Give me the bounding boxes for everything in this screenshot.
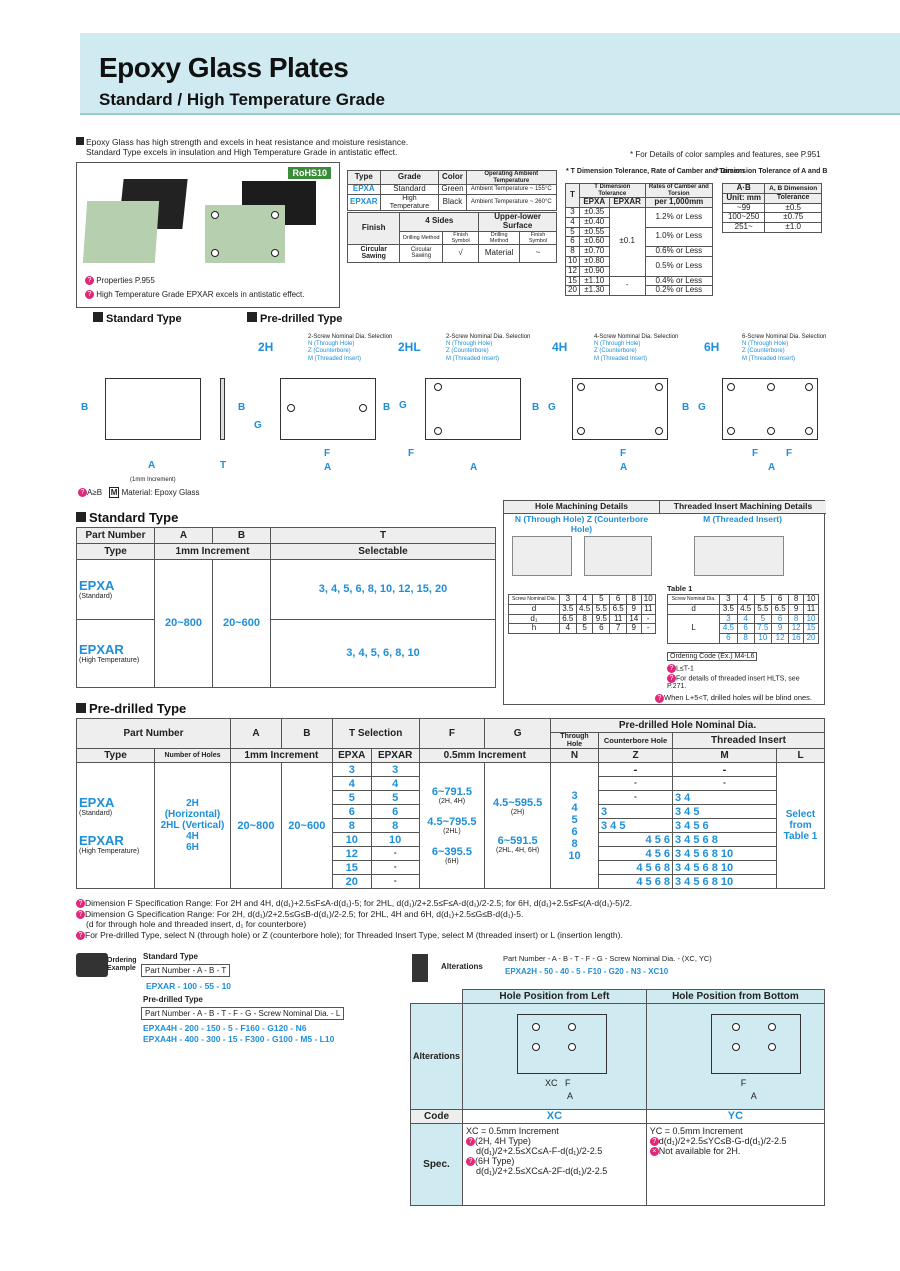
alterations-icon: [412, 954, 428, 982]
predrilled-type-title: Pre-drilled Type: [76, 701, 186, 716]
page-subtitle: Standard / High Temperature Grade: [99, 90, 385, 109]
dim-a: A: [148, 460, 156, 471]
properties-ref: ? Properties P.955: [85, 276, 155, 286]
type-6h-label: 6H: [704, 340, 720, 354]
table1-title: Table 1: [667, 584, 693, 593]
page-title: Epoxy Glass Plates: [99, 52, 349, 83]
type-2h-label: 2H: [258, 340, 274, 354]
dim-b: B: [383, 402, 391, 413]
blind-hole-note: ?When L+5<T, drilled holes will be blind…: [655, 693, 812, 703]
hlts-note: ?For details of threaded insert HLTS, se…: [667, 674, 800, 690]
type-2hl-label: 2HL: [398, 340, 421, 354]
predrilled-type-table: Part Number A B T Selection F G Pre-dril…: [76, 717, 825, 890]
header-band: [80, 33, 900, 113]
ordering-pre-title: Pre-drilled Type: [143, 995, 203, 1004]
ordering-std-title: Standard Type: [143, 952, 198, 961]
ordering-label: Ordering Example: [107, 957, 137, 973]
info-icon: ?: [85, 276, 94, 286]
plate-2h-drawing: [280, 378, 376, 440]
dim-f: F: [324, 448, 331, 459]
alterations-fields: Part Number - A - B - T - F - G - Screw …: [503, 954, 712, 963]
spec-notes: ?Dimension F Specification Range: For 2H…: [76, 898, 836, 941]
phone-icon: [76, 953, 108, 977]
antistatic-note: ? High Temperature Grade EPXAR excels in…: [85, 290, 304, 300]
plate-6h-drawing: [722, 378, 818, 440]
diagram-predrilled-label: Pre-drilled Type: [247, 312, 342, 325]
dim-a: A: [470, 462, 478, 473]
dim-g: G: [548, 402, 556, 413]
ab-note: ?A≥B M Material: Epoxy Glass: [78, 487, 199, 498]
ab-tolerance-title: * Dimension Tolerance of A and B: [716, 168, 828, 175]
alterations-example: EPXA2H - 50 - 40 - 5 - F10 - G20 - N3 - …: [505, 967, 669, 976]
order-code: Ordering Code (Ex.) M4-L6: [667, 652, 758, 661]
dim-f: F: [620, 448, 627, 459]
through-hole-drawing: [512, 536, 572, 576]
dim-g: G: [698, 402, 706, 413]
dim-b: B: [81, 402, 89, 413]
alterations-label: Alterations: [441, 962, 483, 971]
ordering-pre-example-2: EPXA4H - 400 - 300 - 15 - F300 - G100 - …: [143, 1034, 335, 1044]
dim-f: F: [408, 448, 415, 459]
diagram-standard-label: Standard Type: [93, 312, 182, 325]
dim-t: T: [220, 460, 227, 471]
l-note: ?L≤T-1: [667, 664, 694, 673]
dim-g: G: [399, 400, 407, 411]
green-plate-drilled-image: [205, 205, 285, 263]
dim-f: F: [752, 448, 759, 459]
type-4h-label: 4H: [552, 340, 568, 354]
dim-g: G: [254, 420, 262, 431]
counterbore-drawing: [584, 536, 652, 576]
standard-type-title: Standard Type: [76, 510, 178, 525]
xc-drawing: [517, 1014, 608, 1074]
green-plate-image: [82, 201, 160, 263]
increment-note: (1mm Increment): [130, 477, 176, 483]
color-note: * For Details of color samples and featu…: [630, 150, 821, 159]
dim-b: B: [682, 402, 690, 413]
dim-f: F: [786, 448, 793, 459]
header-divider: [80, 113, 900, 115]
rohs-badge: RoHS10: [288, 167, 331, 179]
ordering-pre-example-1: EPXA4H - 200 - 150 - 5 - F160 - G120 - N…: [143, 1023, 307, 1033]
intro-text: Epoxy Glass has high strength and excels…: [76, 137, 408, 157]
standard-plate-drawing: [105, 378, 201, 440]
plate-4h-drawing: [572, 378, 668, 440]
ordering-pre-fields: Part Number - A - B - T - F - G - Screw …: [141, 1007, 345, 1020]
info-icon: ?: [85, 290, 94, 300]
dim-b: B: [238, 402, 246, 413]
product-photo-box: RoHS10 ? Properties P.955 ? High Tempera…: [76, 162, 340, 308]
plate-2hl-drawing: [425, 378, 521, 440]
thickness-drawing: [220, 378, 225, 440]
threaded-insert-drawing: [694, 536, 784, 576]
dim-b: B: [532, 402, 540, 413]
dim-a: A: [324, 462, 332, 473]
dim-a: A: [620, 462, 628, 473]
yc-drawing: [710, 1014, 801, 1074]
ordering-std-example: EPXAR - 100 - 55 - 10: [146, 981, 232, 991]
t-tolerance-title: * T Dimension Tolerance, Rate of Camber …: [566, 168, 745, 175]
hole-machining-box: Hole Machining Details Threaded Insert M…: [503, 500, 826, 705]
dim-a: A: [768, 462, 776, 473]
ordering-std-fields: Part Number - A - B - T: [141, 964, 231, 977]
